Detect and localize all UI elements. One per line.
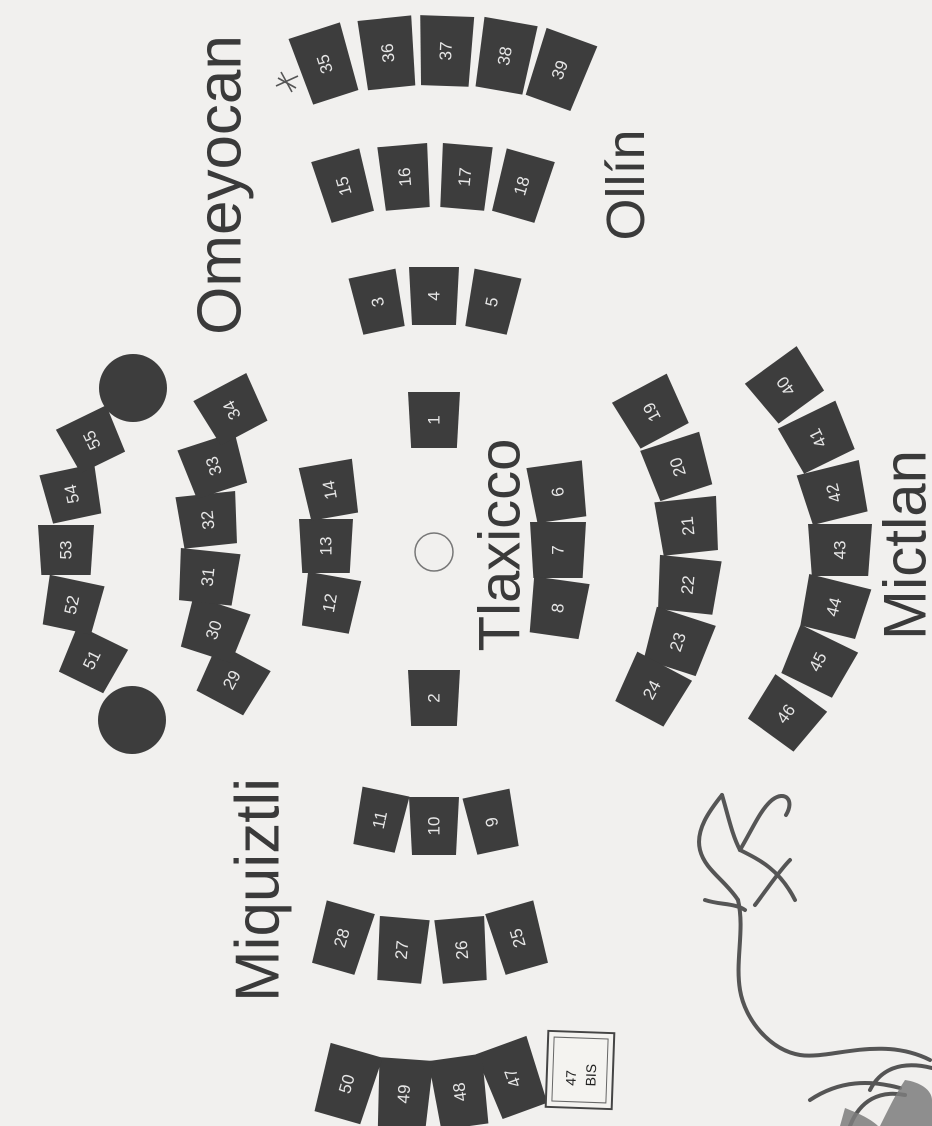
seat-15: 15 [311, 148, 377, 223]
seat-number: 1 [425, 415, 444, 424]
seat-number: 7 [549, 545, 568, 554]
seat-52: 52 [39, 575, 104, 636]
seat-14: 14 [299, 459, 362, 522]
seat-11: 11 [350, 787, 409, 854]
region-label-omeyocan: Omeyocan [185, 35, 256, 335]
seat-number: 22 [678, 575, 699, 596]
seat-number: 16 [395, 167, 416, 188]
seat-25: 25 [485, 900, 551, 975]
seat-43: 43 [808, 524, 872, 576]
seat-32: 32 [175, 491, 240, 549]
seat-5: 5 [462, 269, 521, 336]
seat-2: 2 [408, 670, 460, 726]
seat-number: 36 [378, 43, 399, 64]
seat-7: 7 [530, 522, 586, 578]
seat-number: 43 [831, 541, 850, 560]
region-label-miquiztli: Miquiztli [223, 778, 294, 1002]
seat-6: 6 [526, 460, 589, 523]
seat-number: 10 [425, 817, 444, 836]
seat-28: 28 [309, 900, 375, 975]
region-label-tlaxicco: Tlaxicco [467, 439, 534, 652]
seat-38: 38 [472, 17, 537, 95]
seat-33: 33 [177, 432, 250, 500]
seat-4: 4 [409, 267, 459, 325]
seat-number: 49 [394, 1084, 414, 1104]
seat-number: 54 [61, 483, 84, 505]
seat-22: 22 [654, 555, 721, 615]
seat-10: 10 [409, 797, 459, 855]
note-line-1: 47 [562, 1070, 579, 1086]
seat-number: 14 [319, 479, 341, 501]
seat-number: 26 [452, 940, 473, 961]
seat-53: 53 [38, 525, 94, 575]
seat-26: 26 [434, 916, 489, 984]
seat-17: 17 [437, 143, 492, 211]
seat-3: 3 [348, 269, 407, 336]
region-label-mictlan: Mictlan [871, 450, 932, 640]
seat-number: 27 [392, 940, 413, 961]
seat-34: 34 [193, 373, 270, 447]
seat-12: 12 [299, 572, 362, 635]
marker-circle-bottom [98, 686, 166, 754]
asterisk-icon [276, 72, 298, 92]
center-circle [415, 533, 453, 571]
seat-9: 9 [462, 789, 521, 856]
seat-number: 31 [198, 567, 219, 588]
seat-36: 36 [357, 15, 418, 90]
seat-number: 37 [436, 41, 456, 61]
seat-27: 27 [374, 916, 429, 984]
handwritten-note: 47 BIS [546, 1031, 615, 1109]
seat-number: 12 [319, 592, 341, 614]
seat-number: 32 [198, 510, 219, 531]
seat-50: 50 [311, 1043, 382, 1125]
seat-51: 51 [56, 625, 128, 694]
seat-number: 17 [455, 167, 476, 188]
seat-54: 54 [39, 464, 104, 525]
seat-number: 13 [317, 537, 336, 556]
seat-49: 49 [375, 1057, 434, 1126]
seat-number: 21 [678, 516, 699, 537]
note-line-2: BIS [582, 1064, 599, 1087]
seat-1: 1 [408, 392, 460, 448]
seat-37: 37 [418, 15, 474, 87]
seat-number: 52 [61, 594, 84, 616]
seat-number: 53 [57, 541, 76, 560]
seat-16: 16 [377, 143, 432, 211]
seat-13: 13 [299, 519, 353, 573]
seat-21: 21 [654, 496, 721, 556]
seat-number: 38 [494, 45, 516, 67]
seat-number: 48 [449, 1081, 470, 1102]
root-glyph-drawing [699, 795, 932, 1126]
seat-18: 18 [489, 148, 555, 223]
seat-number: 2 [425, 693, 444, 702]
seat-layer: 1234567891011121314151617181920212223242… [38, 15, 872, 1126]
seat-30: 30 [177, 596, 250, 664]
region-label-ollin: Ollín [595, 129, 657, 240]
seat-31: 31 [175, 548, 240, 606]
seat-35: 35 [289, 22, 362, 105]
seat-48: 48 [428, 1054, 491, 1126]
marker-circle-top [99, 354, 167, 422]
seat-number: 4 [425, 291, 444, 300]
seat-8: 8 [526, 576, 589, 639]
